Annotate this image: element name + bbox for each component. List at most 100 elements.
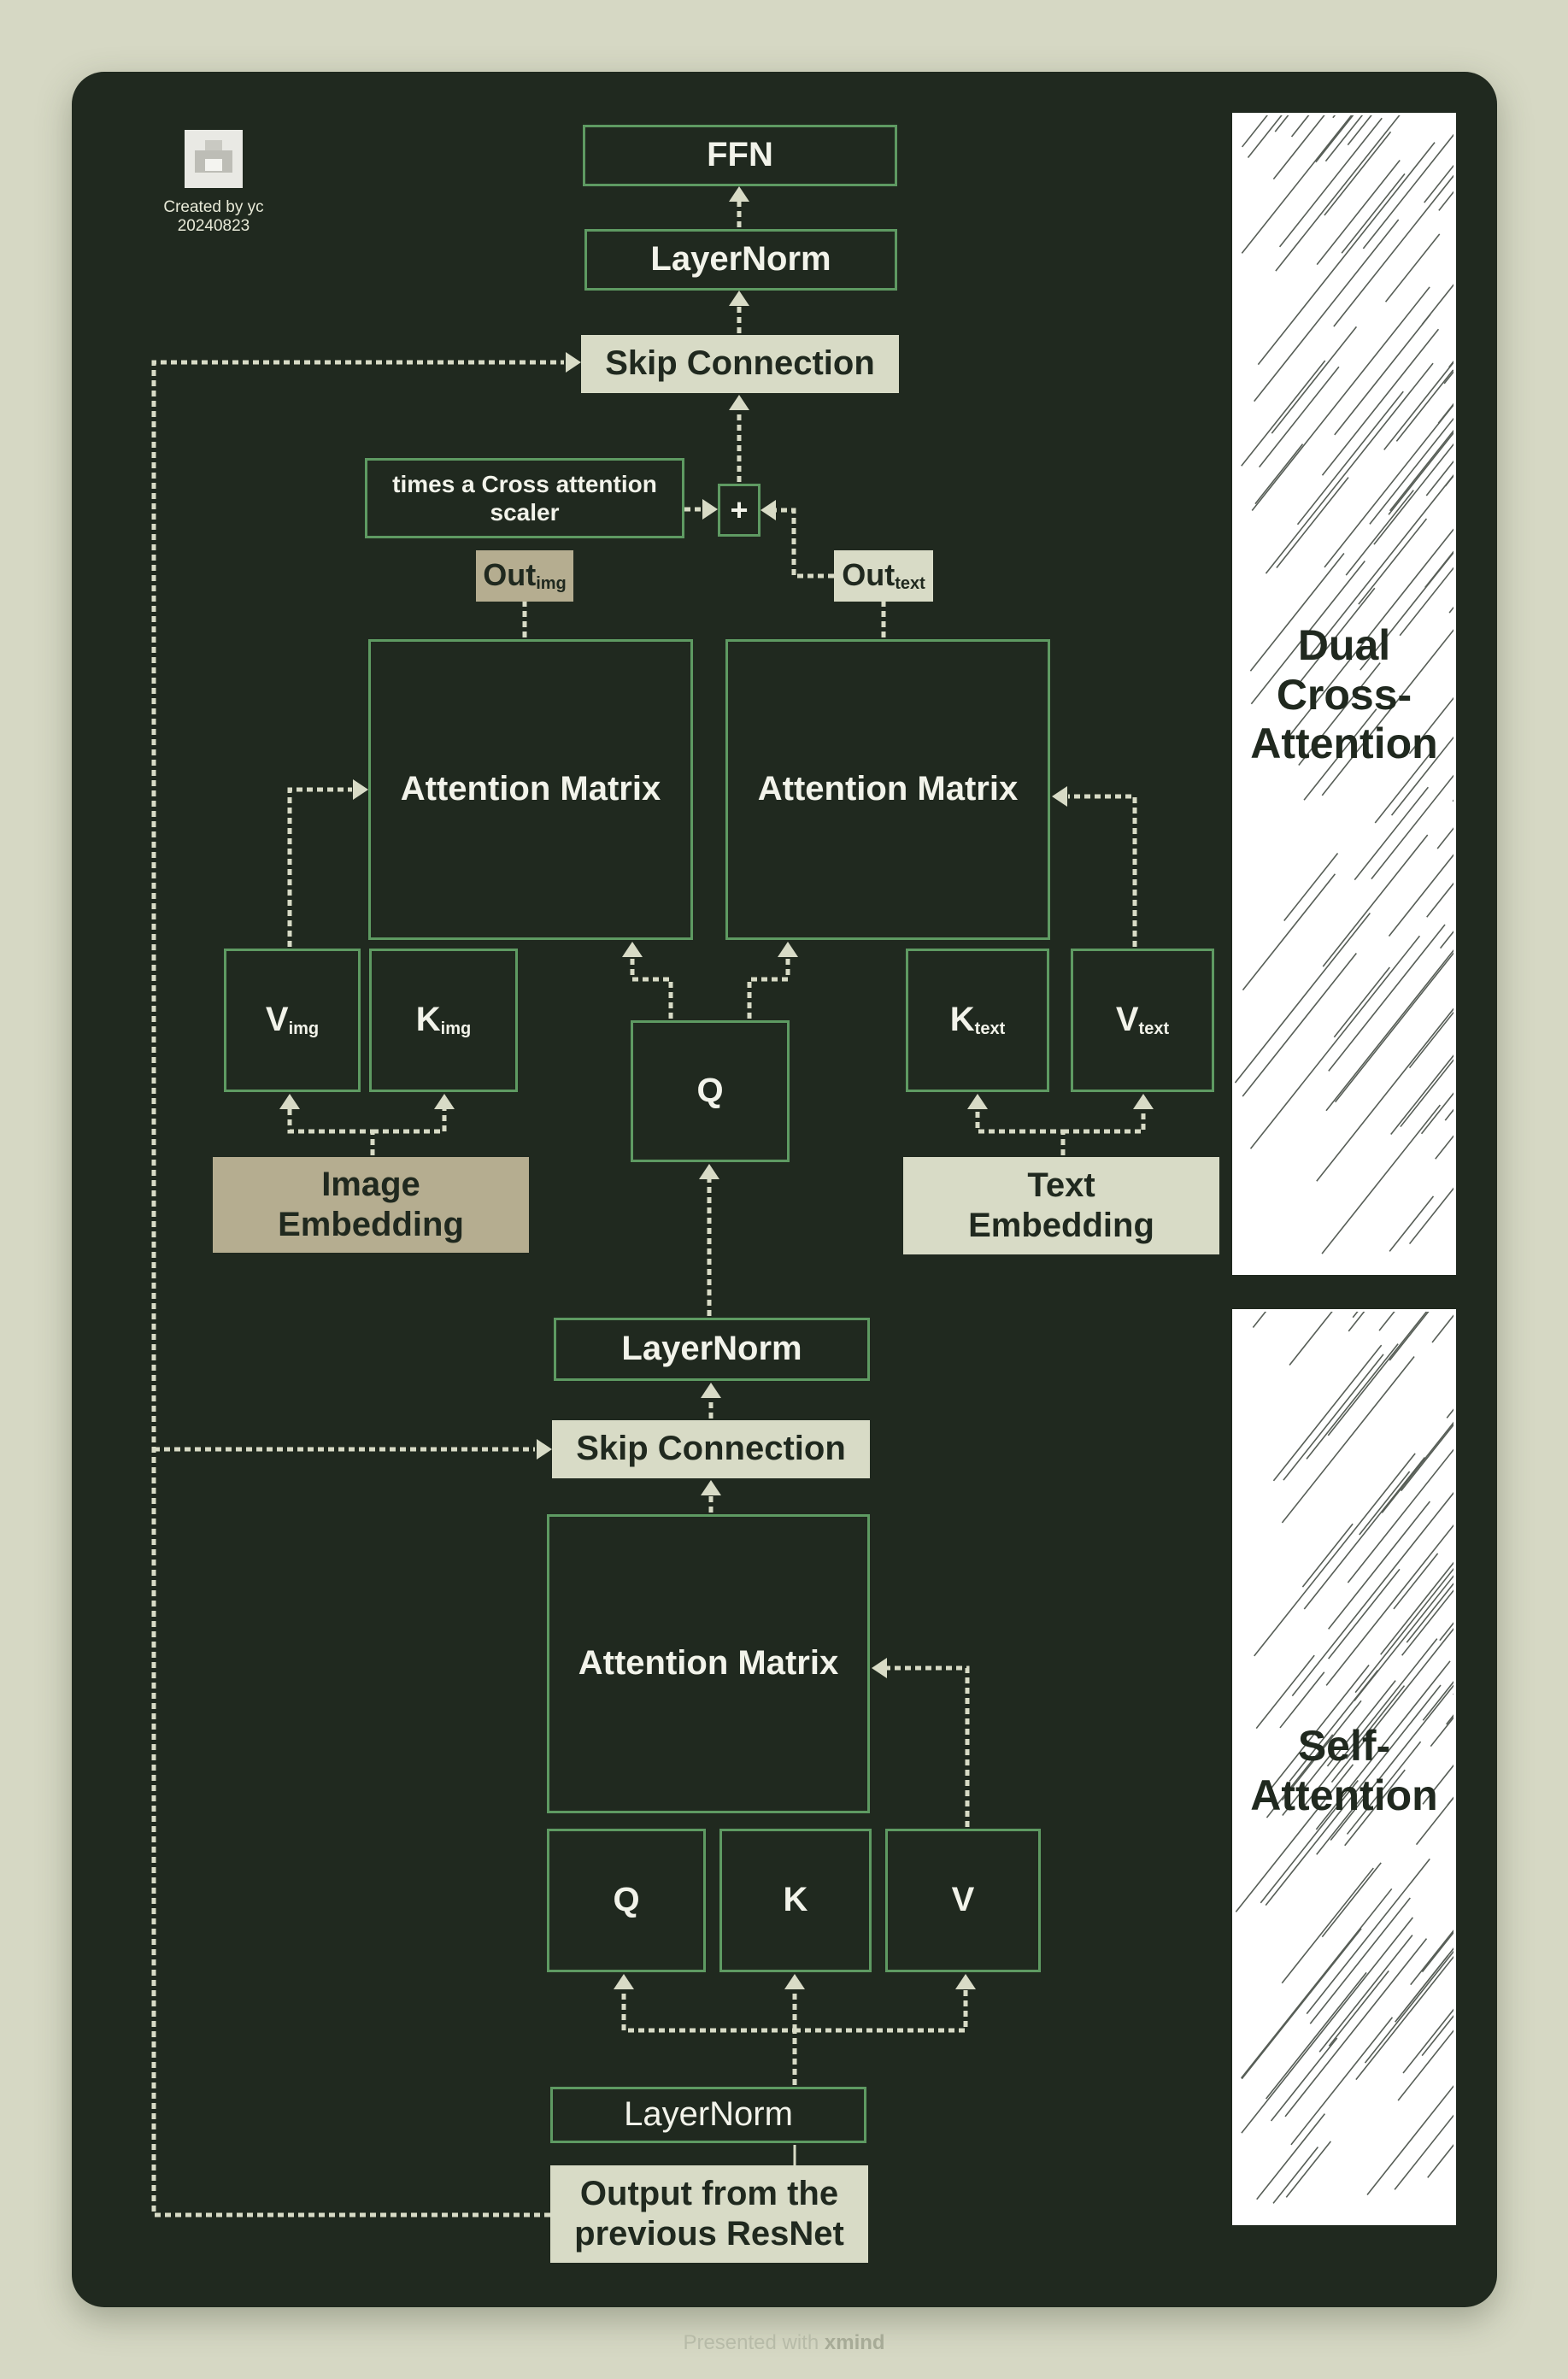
hatch-stroke bbox=[1255, 1654, 1315, 1730]
self-layernorm-top-node[interactable]: LayerNorm bbox=[554, 1318, 870, 1381]
hatch-stroke bbox=[1420, 1092, 1453, 1135]
sum-label: + bbox=[730, 491, 749, 527]
hatch-stroke bbox=[1283, 853, 1339, 922]
hatch-stroke bbox=[1300, 587, 1376, 682]
hatch-stroke bbox=[1270, 2037, 1338, 2122]
hatch-stroke bbox=[1395, 1955, 1448, 2023]
arrow-skip-to-layernorm-arrowhead bbox=[729, 291, 749, 306]
attention-matrix-text-label: Attention Matrix bbox=[757, 770, 1019, 808]
v-text-node[interactable]: Vtext bbox=[1071, 949, 1214, 1092]
hatch-stroke bbox=[1424, 550, 1453, 588]
hatch-stroke bbox=[1270, 1665, 1370, 1789]
hatch-stroke bbox=[1444, 1108, 1453, 1121]
hatch-stroke bbox=[1321, 1104, 1442, 1254]
hatch-stroke bbox=[1296, 391, 1404, 526]
self-k-node[interactable]: K bbox=[719, 1829, 872, 1972]
k-img-label: Kimg bbox=[416, 1000, 471, 1040]
hatch-stroke bbox=[1408, 696, 1453, 755]
hatch-stroke bbox=[1283, 1354, 1384, 1481]
hatch-stroke bbox=[1251, 286, 1430, 511]
cross-layernorm-label: LayerNorm bbox=[650, 240, 831, 279]
arrow-textemb-to-ktext-arrowhead bbox=[967, 1094, 988, 1109]
arrow-textemb-to-vtext-arrowhead bbox=[1133, 1094, 1154, 1109]
arrow-input-to-cross-skip bbox=[151, 360, 564, 2217]
hatch-stroke bbox=[1346, 1741, 1422, 1835]
k-img-node[interactable]: Kimg bbox=[369, 949, 518, 1092]
self-layernorm-bottom-node[interactable]: LayerNorm bbox=[550, 2087, 866, 2143]
hatch-stroke bbox=[1324, 115, 1364, 162]
out-img-node[interactable]: Outimg bbox=[476, 550, 573, 602]
hatch-stroke bbox=[1401, 1424, 1453, 1492]
hatch-stroke bbox=[1388, 432, 1453, 515]
hatch-stroke bbox=[1374, 751, 1433, 824]
arrow-layernorm-to-ffn-arrowhead bbox=[729, 186, 749, 202]
out-img-sub: img bbox=[536, 574, 567, 594]
hatch-stroke bbox=[1397, 2029, 1453, 2101]
image-embedding-node[interactable]: Image Embedding bbox=[213, 1157, 529, 1253]
hatch-stroke bbox=[1354, 786, 1429, 881]
hatch-stroke bbox=[1400, 1059, 1453, 1128]
attention-matrix-text-node[interactable]: Attention Matrix bbox=[725, 639, 1050, 940]
cross-q-label: Q bbox=[696, 1072, 724, 1110]
hatch-stroke bbox=[1424, 164, 1453, 203]
cross-attention-scaler-node[interactable]: times a Cross attention scaler bbox=[365, 458, 684, 538]
hatch-stroke bbox=[1303, 1638, 1438, 1807]
hatch-stroke bbox=[1359, 1471, 1411, 1536]
hatch-stroke bbox=[1330, 1628, 1453, 1783]
arrow-q-to-attntext-arrowhead bbox=[778, 942, 798, 957]
hatch-stroke bbox=[1422, 1681, 1453, 1721]
hatch-stroke bbox=[1390, 1054, 1453, 1136]
self-q-node[interactable]: Q bbox=[547, 1829, 706, 1972]
hatch-stroke bbox=[1242, 873, 1336, 991]
hatch-stroke bbox=[1446, 1408, 1453, 1419]
footer-brand: xmind bbox=[824, 2331, 885, 2354]
k-img-main: K bbox=[415, 1001, 441, 1039]
hatch-stroke bbox=[1250, 560, 1365, 705]
text-embedding-label: Text Embedding bbox=[968, 1166, 1154, 1244]
hatch-stroke bbox=[1415, 1796, 1453, 1846]
k-text-sub: text bbox=[974, 1019, 1006, 1039]
hatch-stroke bbox=[1275, 115, 1401, 272]
hatch-stroke bbox=[1389, 1195, 1435, 1252]
hatch-stroke bbox=[1240, 1888, 1393, 2079]
v-img-node[interactable]: Vimg bbox=[224, 949, 361, 1092]
hatch-stroke bbox=[1426, 882, 1453, 918]
self-v-node[interactable]: V bbox=[885, 1829, 1041, 1972]
hatch-stroke bbox=[1309, 1897, 1411, 2024]
dual-cross-attention-band: Dual Cross-Attention bbox=[1232, 113, 1456, 1275]
sum-node[interactable]: + bbox=[718, 484, 761, 537]
arrow-ln-to-selfq-arrowhead bbox=[614, 1974, 634, 1989]
out-img-label: Outimg bbox=[483, 557, 567, 595]
hatch-stroke bbox=[1316, 1795, 1365, 1855]
hatch-stroke bbox=[1276, 477, 1349, 568]
k-text-node[interactable]: Ktext bbox=[906, 949, 1049, 1092]
self-attention-matrix-node[interactable]: Attention Matrix bbox=[547, 1514, 870, 1813]
self-q-label: Q bbox=[613, 1881, 640, 1919]
self-skip-connection-node[interactable]: Skip Connection bbox=[552, 1420, 870, 1478]
hatch-stroke bbox=[1381, 1421, 1453, 1513]
hatch-stroke bbox=[1256, 2113, 1326, 2200]
previous-resnet-output-node[interactable]: Output from the previous ResNet bbox=[550, 2165, 868, 2263]
ffn-node[interactable]: FFN bbox=[583, 125, 897, 186]
self-layernorm-bottom-label: LayerNorm bbox=[624, 2095, 793, 2134]
hatch-stroke bbox=[1371, 774, 1453, 880]
hatch-stroke bbox=[1278, 117, 1383, 248]
hatch-stroke bbox=[1324, 131, 1392, 216]
cross-skip-connection-node[interactable]: Skip Connection bbox=[581, 335, 899, 393]
text-embedding-node[interactable]: Text Embedding bbox=[903, 1157, 1219, 1254]
arrow-vtext-to-attntext bbox=[1068, 794, 1137, 947]
arrow-vtext-to-attntext-arrowhead bbox=[1052, 786, 1067, 807]
cross-q-node[interactable]: Q bbox=[631, 1020, 790, 1162]
hatch-stroke bbox=[1439, 931, 1453, 949]
arrow-scaler-to-sum-arrowhead bbox=[702, 499, 718, 520]
cross-layernorm-node[interactable]: LayerNorm bbox=[584, 229, 897, 291]
arrow-selfln-to-crossq-arrowhead bbox=[699, 1164, 719, 1179]
out-text-label: Outtext bbox=[842, 557, 925, 595]
hatch-stroke bbox=[1265, 1971, 1367, 2100]
arrow-textemb-to-ktext bbox=[975, 1109, 1066, 1155]
out-text-node[interactable]: Outtext bbox=[834, 550, 933, 602]
cross-attention-scaler-label: times a Cross attention scaler bbox=[392, 470, 657, 526]
attention-matrix-img-node[interactable]: Attention Matrix bbox=[368, 639, 693, 940]
v-img-label: Vimg bbox=[266, 1000, 319, 1040]
